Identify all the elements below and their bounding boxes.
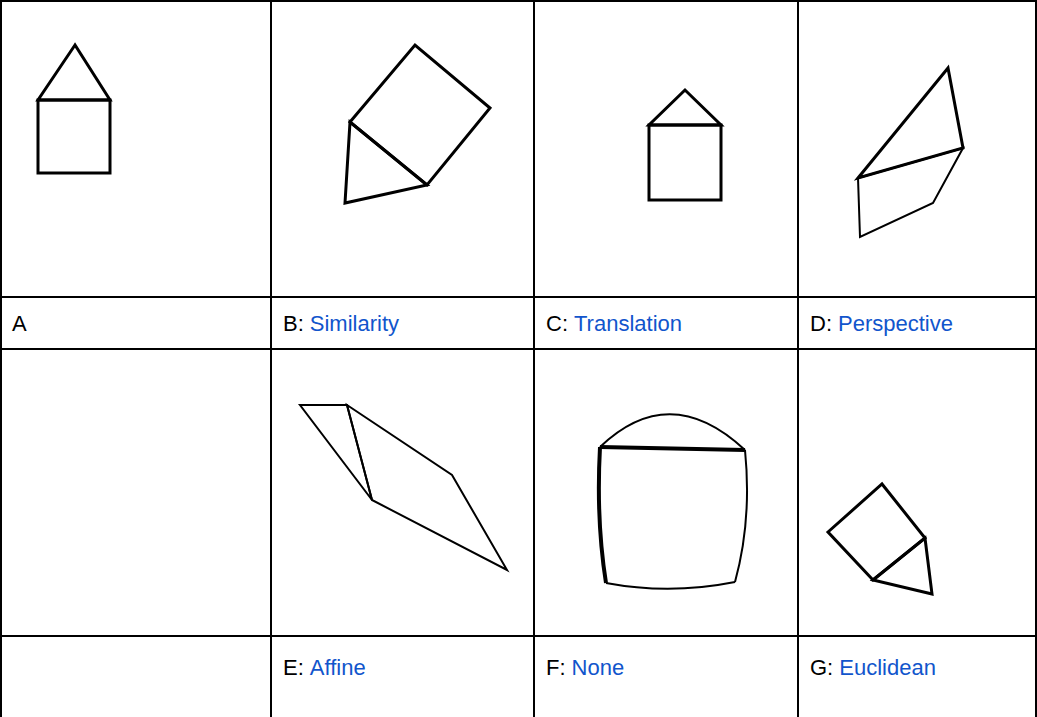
house-affine [300, 405, 507, 570]
house-perspective [858, 68, 963, 237]
transform-name: Euclidean [839, 655, 936, 681]
cell-letter: G: [810, 655, 833, 681]
cell-letter: D: [810, 311, 832, 337]
transform-name: Translation [574, 311, 682, 337]
house-original [38, 45, 110, 173]
transform-name: Similarity [310, 311, 399, 337]
house-euclidean [828, 484, 932, 594]
transform-name: Affine [310, 655, 366, 681]
cell-letter: C: [546, 311, 568, 337]
house-similarity [345, 45, 490, 203]
cell-letter: E: [283, 655, 304, 681]
cell-letter: B: [283, 311, 304, 337]
house-distorted [599, 414, 747, 589]
cell-letter: F: [546, 655, 566, 681]
house-translation [649, 90, 721, 200]
transform-name: Perspective [838, 311, 953, 337]
transform-name: None [572, 655, 625, 681]
cell-letter: A [12, 311, 27, 337]
